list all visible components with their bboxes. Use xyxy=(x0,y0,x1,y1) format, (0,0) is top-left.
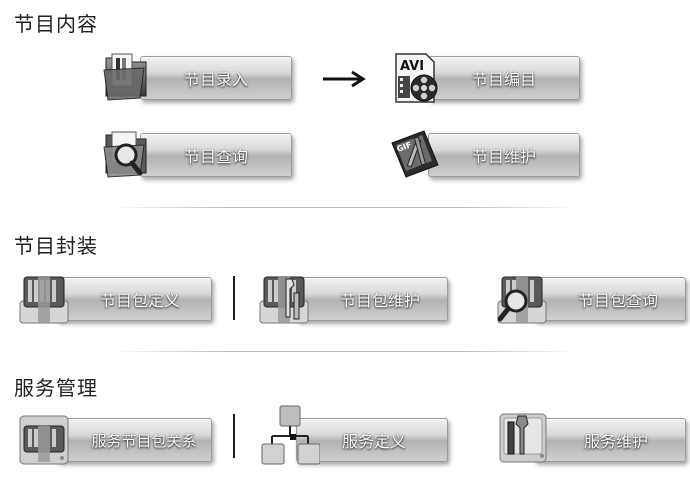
tile-program-entry-label: 节目录入 xyxy=(183,70,248,89)
avi-film-reel-icon: AVI xyxy=(395,53,438,103)
tile-package-define[interactable]: 节目包定义 xyxy=(16,276,212,325)
vertical-separator xyxy=(233,414,235,458)
tile-service-package-relation[interactable]: 服务节目包关系 xyxy=(16,415,212,466)
drive-tools-icon xyxy=(499,413,547,463)
tile-service-maintenance-label: 服务维护 xyxy=(583,432,648,451)
archive-box-search-icon xyxy=(497,276,547,324)
tile-package-query[interactable]: 节目包查询 xyxy=(494,276,686,325)
archive-box-icon xyxy=(19,276,69,324)
tile-program-catalog-label: 节目编目 xyxy=(471,70,536,89)
archive-box-tools-icon xyxy=(259,276,309,324)
section-title-content: 节目内容 xyxy=(14,12,98,36)
tile-service-maintenance[interactable]: 服务维护 xyxy=(494,413,686,466)
tile-service-define[interactable]: 服务定义 xyxy=(260,405,448,466)
tile-program-query-label: 节目查询 xyxy=(183,147,248,166)
tile-program-maintenance[interactable]: 节目维护 GIF xyxy=(388,130,580,181)
tile-program-catalog[interactable]: 节目编目 AVI xyxy=(388,53,580,104)
vertical-separator xyxy=(233,276,235,320)
section-title-service: 服务管理 xyxy=(14,376,98,400)
section-divider xyxy=(110,207,580,208)
tile-package-query-label: 节目包查询 xyxy=(577,291,658,310)
tile-package-maintenance[interactable]: 节目包维护 xyxy=(256,276,448,325)
arrow-right-icon xyxy=(323,70,366,88)
section-title-packaging: 节目封装 xyxy=(14,234,98,258)
tile-program-maintenance-label: 节目维护 xyxy=(471,147,536,166)
network-drives-icon xyxy=(261,405,320,465)
folder-document-icon xyxy=(103,53,147,101)
folder-search-icon xyxy=(103,131,147,178)
tile-program-entry[interactable]: 节目录入 xyxy=(100,53,292,104)
tile-package-define-label: 节目包定义 xyxy=(99,291,180,310)
archive-drive-icon xyxy=(19,415,69,465)
tile-program-query[interactable]: 节目查询 xyxy=(100,131,292,181)
tile-service-define-label: 服务定义 xyxy=(341,432,406,451)
tile-service-package-relation-label: 服务节目包关系 xyxy=(91,431,197,450)
section-divider xyxy=(110,351,580,352)
tile-package-maintenance-label: 节目包维护 xyxy=(339,291,420,310)
svg-text:AVI: AVI xyxy=(400,59,424,74)
gif-tools-icon: GIF xyxy=(391,130,439,178)
